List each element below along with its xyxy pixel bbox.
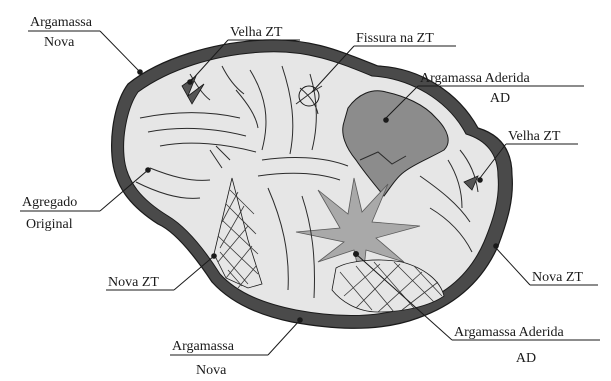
label-argamassa-nova-bottom-1: Argamassa xyxy=(172,339,235,354)
label-nova-zt-left: Nova ZT xyxy=(108,275,159,290)
label-argamassa-aderida-bottom-2: AD xyxy=(516,351,536,366)
label-nova-zt-right: Nova ZT xyxy=(532,270,583,285)
label-agregado-original-1: Agregado xyxy=(22,195,77,210)
label-argamassa-aderida-bottom-1: Argamassa Aderida xyxy=(454,325,565,340)
label-argamassa-aderida-top-2: AD xyxy=(490,91,510,106)
label-agregado-original-2: Original xyxy=(26,217,73,232)
label-argamassa-nova-top-1: Argamassa xyxy=(30,15,93,30)
label-velha-zt-top: Velha ZT xyxy=(230,25,283,40)
label-argamassa-nova-top-2: Nova xyxy=(44,35,75,50)
label-argamassa-nova-bottom-2: Nova xyxy=(196,363,227,378)
label-fissura-zt: Fissura na ZT xyxy=(356,31,434,46)
label-argamassa-aderida-top-1: Argamassa Aderida xyxy=(420,71,531,86)
label-velha-zt-right: Velha ZT xyxy=(508,129,561,144)
